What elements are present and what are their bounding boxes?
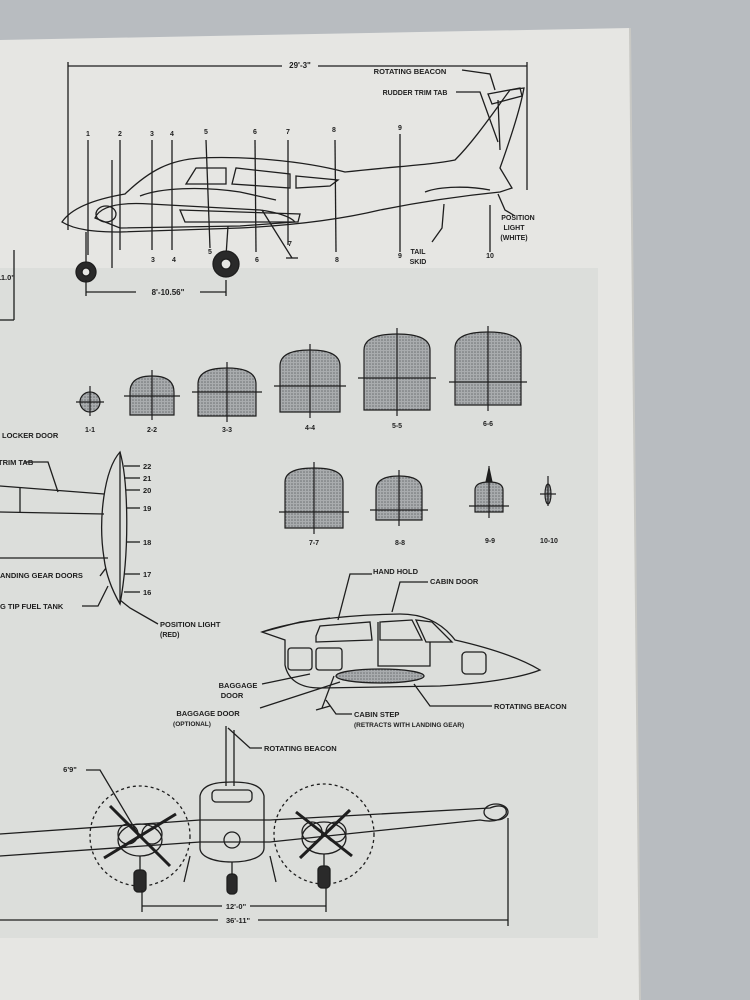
tread-label: 12'-0" <box>226 902 247 911</box>
wing-station-21: 21 <box>143 474 151 483</box>
baggage-door-label-1: BAGGAGE <box>219 681 258 690</box>
station-4: 4 <box>170 131 174 138</box>
station-bottom-5: 5 <box>208 249 212 256</box>
sections-row-1-labels: 1-1 2-2 3-3 4-4 5-5 6-6 <box>85 421 493 434</box>
front-view-labels: 6'9" ROTATING BEACON 12'-0" 36'-11" <box>63 744 336 925</box>
baggage-door-optional-label-2: (OPTIONAL) <box>173 721 211 728</box>
wingspan-label: 36'-11" <box>226 916 251 925</box>
sections-row-2 <box>279 462 556 534</box>
station-1: 1 <box>86 131 90 138</box>
section-label-10-10: 10-10 <box>540 538 558 545</box>
section-label-7-7: 7-7 <box>309 540 319 547</box>
overall-length-label: 29'-3" <box>289 61 311 70</box>
position-light-red-label-1: POSITION LIGHT <box>160 620 221 629</box>
section-label-3-3: 3-3 <box>222 427 232 434</box>
prop-diameter-label: 6'9" <box>63 765 77 774</box>
station-bottom-3: 3 <box>151 257 155 264</box>
position-light-label-2: LIGHT <box>504 225 526 232</box>
tip-fuel-tank-label: G TIP FUEL TANK <box>0 602 64 611</box>
height-label: 11.0" <box>0 273 15 282</box>
tail-skid-label-2: SKID <box>410 259 427 266</box>
wing-plan-labels: LOCKER DOOR TRIM TAB ANDING GEAR DOORS G… <box>0 431 221 639</box>
section-label-1-1: 1-1 <box>85 427 95 434</box>
landing-gear-doors-label: ANDING GEAR DOORS <box>0 571 83 580</box>
station-7: 7 <box>286 129 290 136</box>
station-bottom-8: 8 <box>335 257 339 264</box>
station-2: 2 <box>118 131 122 138</box>
front-view <box>0 726 509 926</box>
section-label-5-5: 5-5 <box>392 423 402 430</box>
wing-station-20: 20 <box>143 486 151 495</box>
station-bottom-4: 4 <box>172 257 176 264</box>
hand-hold-label: HAND HOLD <box>373 567 419 576</box>
section-label-2-2: 2-2 <box>147 427 157 434</box>
station-8: 8 <box>332 127 336 134</box>
position-light-label-1: POSITION <box>501 215 534 222</box>
section-label-9-9: 9-9 <box>485 538 495 545</box>
cabin-door-label: CABIN DOOR <box>430 577 479 586</box>
baggage-door-optional-label-1: BAGGAGE DOOR <box>176 709 240 718</box>
rotating-beacon-front-label: ROTATING BEACON <box>264 744 337 753</box>
sections-row-2-labels: 7-7 8-8 9-9 10-10 <box>309 538 558 547</box>
baggage-door-label-2: DOOR <box>221 691 244 700</box>
wing-station-17: 17 <box>143 570 151 579</box>
locker-door-label: LOCKER DOOR <box>2 431 59 440</box>
station-9: 9 <box>398 125 402 132</box>
cabin-view-labels: HAND HOLD CABIN DOOR BAGGAGE DOOR BAGGAG… <box>173 567 567 729</box>
station-bottom-10: 10 <box>486 253 494 260</box>
tail-skid-label-1: TAIL <box>410 249 426 256</box>
section-label-4-4: 4-4 <box>305 425 315 432</box>
section-label-6-6: 6-6 <box>483 421 493 428</box>
wheelbase-label: 8'-10.56" <box>152 288 185 297</box>
cabin-step-label: CABIN STEP <box>354 710 399 719</box>
wing-station-16: 16 <box>143 588 151 597</box>
rotating-beacon-callout: ROTATING BEACON <box>374 67 447 76</box>
side-view-labels: 29'-3" ROTATING BEACON RUDDER TRIM TAB P… <box>0 61 535 297</box>
station-bottom-6: 6 <box>255 257 259 264</box>
position-light-label-3: (WHITE) <box>500 235 527 242</box>
station-3: 3 <box>150 131 154 138</box>
side-view <box>0 62 528 321</box>
station-bottom-9: 9 <box>398 253 402 260</box>
wing-station-19: 19 <box>143 504 151 513</box>
station-5: 5 <box>204 129 208 136</box>
rudder-trim-tab-callout: RUDDER TRIM TAB <box>383 90 448 97</box>
rotating-beacon-cabin-label: ROTATING BEACON <box>494 702 567 711</box>
wing-station-22: 22 <box>143 462 151 471</box>
section-label-8-8: 8-8 <box>395 540 405 547</box>
station-bottom-7: 7 <box>288 241 292 248</box>
position-light-red-label-2: (RED) <box>160 632 179 639</box>
cabin-view <box>259 573 542 715</box>
sections-row-1 <box>76 326 527 422</box>
wing-station-18: 18 <box>143 538 151 547</box>
wing-plan-view <box>0 450 159 625</box>
trim-tab-label: TRIM TAB <box>0 458 34 467</box>
station-6: 6 <box>253 129 257 136</box>
cabin-step-sub-label: (RETRACTS WITH LANDING GEAR) <box>354 722 464 729</box>
